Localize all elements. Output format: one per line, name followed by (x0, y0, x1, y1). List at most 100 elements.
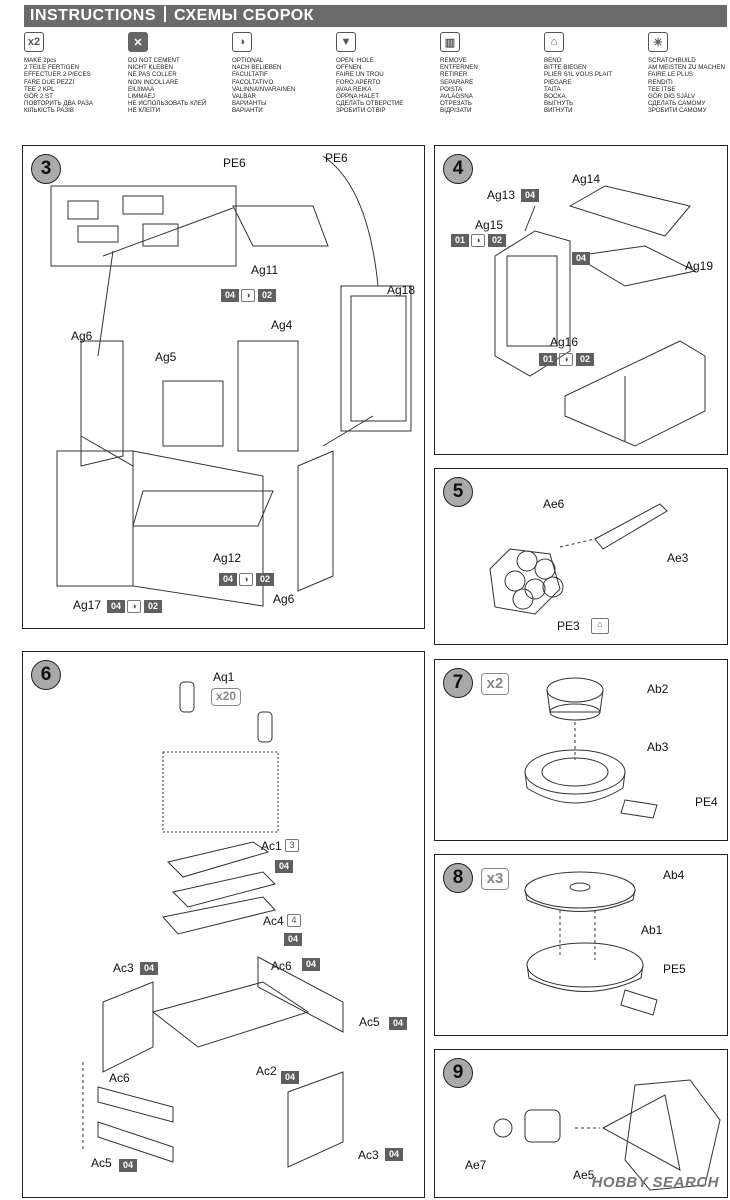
symbol-legend: x2 MAKE 2pcs 2 TEILE FERTIGEN EFFECTUER … (0, 32, 730, 124)
paint-badge: 02 (258, 289, 276, 302)
paint-badge: 04 (521, 189, 539, 202)
step-number: 5 (443, 477, 473, 507)
part-label-ab4: Ab4 (663, 868, 685, 882)
paint-badge: 01 (539, 353, 557, 366)
part-label-pe5: PE5 (663, 962, 686, 976)
part-label-ac4: Ac4 (263, 914, 284, 928)
step-8-drawing (524, 871, 658, 1016)
part-label-ab1: Ab1 (641, 923, 663, 937)
x2-icon: x2 (481, 673, 509, 695)
part-label-ac5: Ac5 (91, 1156, 112, 1170)
title-right: СХЕМЫ СБОРОК (174, 7, 314, 24)
part-label-ac3: Ac3 (358, 1148, 379, 1162)
step-number: 3 (31, 154, 61, 184)
part-label-ab2: Ab2 (647, 682, 669, 696)
part-label-ag11: Ag11 (251, 263, 279, 277)
part-label-ab3: Ab3 (647, 740, 669, 754)
part-label-ag19: Ag19 (685, 259, 714, 273)
part-label-ae6: Ae6 (543, 497, 565, 511)
part-label-ae5: Ae5 (573, 1168, 595, 1182)
page-header: INSTRUCTIONS СХЕМЫ СБОРОК (24, 5, 727, 27)
legend-text: OPEN HOLE OFFNEN FAIRE UN TROU FORO APER… (336, 57, 404, 115)
part-label-ac6: Ac6 (271, 959, 292, 973)
quantity-icon: 3 (285, 839, 299, 852)
step-number: 7 (443, 668, 473, 698)
title-separator (164, 6, 166, 22)
part-label-ag4: Ag4 (271, 318, 293, 332)
step-8-panel: 8 x3 Ab4 Ab1 PE5 (434, 854, 728, 1036)
step-5-panel: 5 Ae6 Ae3 PE3 ⌂ (434, 468, 728, 645)
part-label-ag6: Ag6 (71, 329, 93, 343)
part-label-ag13: Ag13 (487, 188, 516, 202)
legend-text: MAKE 2pcs 2 TEILE FERTIGEN EFFECTUER 2 P… (24, 57, 94, 115)
part-label-ae3: Ae3 (667, 551, 689, 565)
step-3-panel: 3 PE6 PE6 Ag11 04 ◑ 02 Ag18 Ag6 Ag4 Ag5 … (22, 145, 425, 629)
part-label-pe6: PE6 (325, 151, 348, 165)
quantity-x20-icon: x20 (211, 688, 241, 706)
step-6-drawing (82, 681, 344, 1168)
paint-badge: 04 (219, 573, 237, 586)
step-5-drawing (489, 503, 668, 615)
paint-badge: 02 (576, 353, 594, 366)
legend-text: BENO BITTE BIEGEN PLIER S'IL VOUS PLAIT … (544, 57, 613, 115)
legend-text: OPTIONAL NACH BELIEBEN FACULTATIF FACOLT… (232, 57, 296, 115)
paint-badge: 04 (385, 1148, 403, 1161)
step-number: 8 (443, 863, 473, 893)
optional-icon: ◑ (239, 573, 253, 586)
step-9-panel: 9 Ae7 Ae5 HOBBY SEARCH (434, 1049, 728, 1198)
legend-remove: ▥ REMOVE ENTFERNEN RETIRER SEPARARE POIS… (440, 32, 545, 115)
part-label-ag17: Ag17 (73, 598, 102, 612)
step-number: 9 (443, 1058, 473, 1088)
part-label-ac1: Ac1 (261, 839, 282, 853)
part-label-ac3: Ac3 (113, 961, 134, 975)
part-label-aq1: Aq1 (213, 670, 235, 684)
part-label-ag14: Ag14 (572, 172, 601, 186)
paint-badge: 04 (284, 933, 302, 946)
part-label-ac6: Ac6 (109, 1071, 130, 1085)
part-label-ag18: Ag18 (387, 283, 416, 297)
title-left: INSTRUCTIONS (30, 7, 156, 24)
part-label-ag16: Ag16 (550, 335, 579, 349)
paint-badge: 04 (302, 958, 320, 971)
part-label-pe6: PE6 (223, 156, 246, 170)
bend-icon: ⌂ (544, 32, 564, 52)
paint-badge: 04 (275, 860, 293, 873)
paint-badge: 04 (572, 252, 590, 265)
paint-badge: 04 (140, 962, 158, 975)
optional-icon: ◑ (471, 234, 485, 247)
legend-no-cement: ✕ DO NOT CEMENT NICHT KLEBEN NE PAS COLL… (128, 32, 233, 115)
legend-text: SCRATCHBUILD AM MEISTEN ZU MACHEN FAIRE … (648, 57, 726, 115)
paint-badge: 02 (256, 573, 274, 586)
step-number: 4 (443, 154, 473, 184)
optional-icon: ◑ (127, 600, 141, 613)
optional-icon: ◑ (241, 289, 255, 302)
paint-badge: 04 (389, 1017, 407, 1030)
paint-badge: 01 (451, 234, 469, 247)
part-label-ac2: Ac2 (256, 1064, 277, 1078)
paint-badge: 04 (221, 289, 239, 302)
part-label-ac5: Ac5 (359, 1015, 380, 1029)
part-label-pe3: PE3 (557, 619, 580, 633)
watermark-logo: HOBBY SEARCH (591, 1174, 719, 1191)
remove-icon: ▥ (440, 32, 460, 52)
step-4-drawing (494, 185, 706, 447)
step-7-drawing (524, 677, 658, 819)
quantity-icon: 4 (287, 914, 301, 927)
scratchbuild-icon: ✳ (648, 32, 668, 52)
legend-open-hole: ▼ OPEN HOLE OFFNEN FAIRE UN TROU FORO AP… (336, 32, 441, 115)
no-cement-icon: ✕ (128, 32, 148, 52)
part-label-pe4: PE4 (695, 795, 718, 809)
optional-icon: ◑ (559, 353, 573, 366)
part-label-ag6: Ag6 (273, 592, 295, 606)
paint-badge: 04 (107, 600, 125, 613)
open-hole-icon: ▼ (336, 32, 356, 52)
bend-icon: ⌂ (591, 618, 609, 634)
step-7-panel: 7 x2 Ab2 Ab3 PE4 (434, 659, 728, 841)
paint-badge: 04 (119, 1159, 137, 1172)
step-4-panel: 4 Ag13 04 Ag14 Ag15 01 ◑ 02 04 Ag19 Ag16… (434, 145, 728, 455)
step-6-panel: 6 Aq1 x20 Ac1 3 04 Ac4 4 04 Ac3 04 Ac6 0… (22, 651, 425, 1198)
legend-optional: ◑ OPTIONAL NACH BELIEBEN FACULTATIF FACO… (232, 32, 337, 115)
legend-scratchbuild: ✳ SCRATCHBUILD AM MEISTEN ZU MACHEN FAIR… (648, 32, 730, 115)
step-3-drawing (50, 155, 412, 607)
x2-icon: x2 (24, 32, 44, 52)
